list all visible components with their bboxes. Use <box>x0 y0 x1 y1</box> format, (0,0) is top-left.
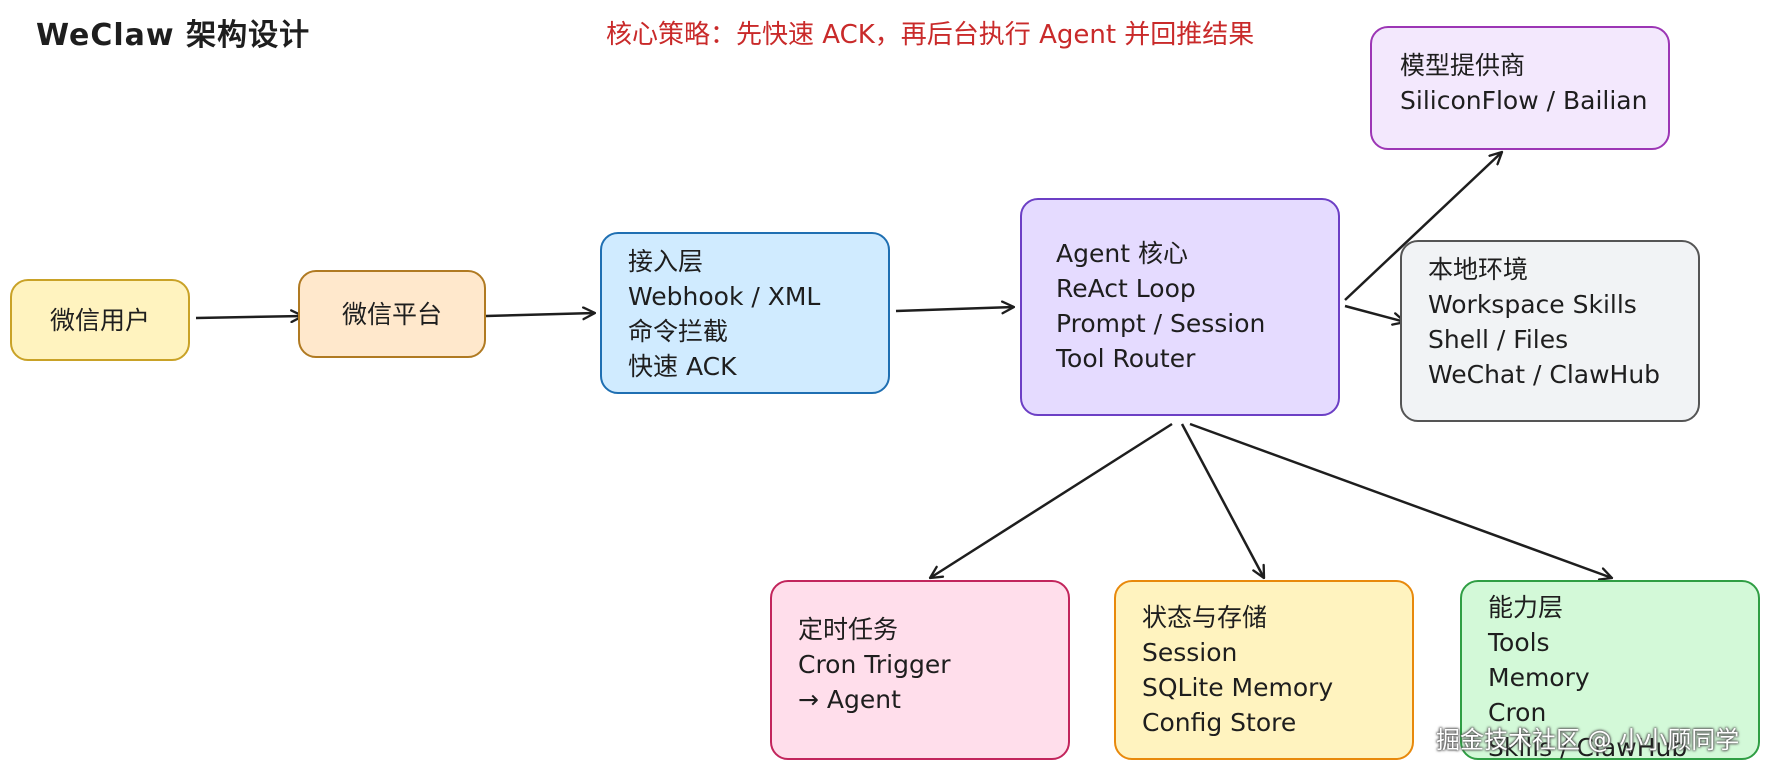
node-line: Prompt / Session <box>1056 309 1266 338</box>
node-heading: 模型提供商 <box>1400 51 1526 80</box>
node-line: Cron <box>1488 698 1547 727</box>
arrow-platform-to-access <box>485 306 597 321</box>
node-line: SiliconFlow / Bailian <box>1400 86 1648 115</box>
node-line: SQLite Memory <box>1142 673 1334 702</box>
node-scheduled-tasks: 定时任务 Cron Trigger → Agent <box>770 580 1070 760</box>
node-label: 微信用户 <box>49 305 150 335</box>
node-local-environment: 本地环境 Workspace Skills Shell / Files WeCh… <box>1400 240 1700 422</box>
node-heading: 定时任务 <box>798 615 899 644</box>
node-line: Session <box>1142 638 1238 667</box>
arrow-user-to-platform <box>195 309 305 324</box>
node-wechat-user: 微信用户 <box>10 279 190 361</box>
node-line: Tool Router <box>1056 344 1196 373</box>
arrow-agent-to-cron <box>928 422 1173 580</box>
node-line: Skills / ClawHub <box>1488 733 1688 762</box>
node-model-provider: 模型提供商 SiliconFlow / Bailian <box>1370 26 1670 150</box>
page-title: WeClaw 架构设计 <box>36 18 311 53</box>
node-heading: 接入层 <box>628 247 704 276</box>
node-line: ReAct Loop <box>1056 274 1196 303</box>
arrow-agent-to-local <box>1344 304 1407 326</box>
node-line: Workspace Skills <box>1428 290 1637 319</box>
node-access-layer: 接入层 Webhook / XML 命令拦截 快速 ACK <box>600 232 890 394</box>
node-heading: 能力层 <box>1488 593 1564 622</box>
core-strategy-note: 核心策略：先快速 ACK，再后台执行 Agent 并回推结果 <box>606 20 1255 50</box>
node-line: Config Store <box>1142 708 1297 737</box>
node-line: Shell / Files <box>1428 325 1569 354</box>
node-capability-layer: 能力层 Tools Memory Cron Skills / ClawHub <box>1460 580 1760 762</box>
node-heading: Agent 核心 <box>1056 239 1188 268</box>
node-heading: 本地环境 <box>1428 255 1529 284</box>
node-line: → Agent <box>798 685 901 714</box>
arrow-agent-to-capability <box>1189 422 1614 581</box>
node-line: 快速 ACK <box>628 352 737 381</box>
node-line: Memory <box>1488 663 1590 692</box>
node-state-storage: 状态与存储 Session SQLite Memory Config Store <box>1114 580 1414 760</box>
node-line: Cron Trigger <box>798 650 951 679</box>
watermark: 掘金技术社区 @ 小小顾同学 <box>1436 726 1740 754</box>
node-heading: 状态与存储 <box>1142 603 1268 632</box>
node-line: 命令拦截 <box>628 317 729 346</box>
node-line: Webhook / XML <box>628 282 821 311</box>
node-label: 微信平台 <box>341 299 442 329</box>
arrow-access-to-agent <box>895 300 1016 315</box>
node-line: WeChat / ClawHub <box>1428 360 1661 389</box>
arrow-agent-to-state <box>1180 423 1266 580</box>
node-agent-core: Agent 核心 ReAct Loop Prompt / Session Too… <box>1020 198 1340 416</box>
node-wechat-platform: 微信平台 <box>298 270 486 358</box>
arrow-agent-to-provider <box>1344 150 1504 301</box>
node-line: Tools <box>1488 628 1550 657</box>
